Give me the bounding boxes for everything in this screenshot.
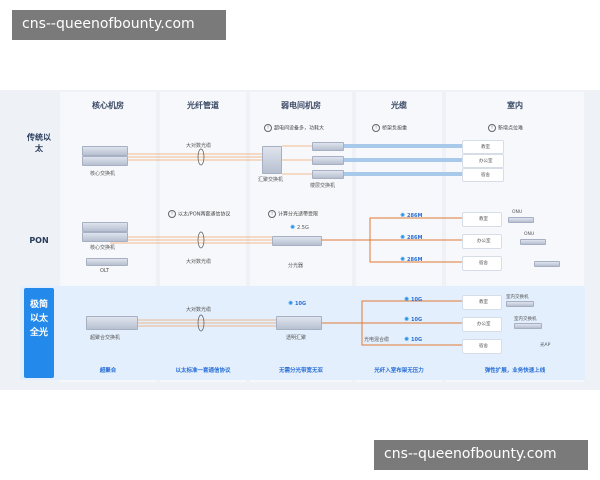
footer-cable: 光纤入室布架无压力: [374, 368, 424, 374]
room-all-1: 办公室: [462, 317, 502, 332]
onu-2: [534, 261, 560, 267]
room-eth-2: 宿舍: [462, 168, 504, 182]
warn-weak-pon: !计算分光适带受限: [268, 210, 318, 218]
col-head-fiber: 光纤管道: [187, 101, 219, 110]
room-all-0: 教室: [462, 295, 502, 310]
speed-pon-2: ✺286M: [400, 256, 423, 263]
indoor-switch-0: [506, 301, 534, 307]
footer-core: 超聚合: [99, 368, 117, 374]
core-switch-pon-2: [82, 232, 128, 242]
combo-cable-label: 光电混合缆: [364, 337, 390, 343]
optical-ap-label: 光AP: [540, 343, 551, 348]
onu-1: [520, 239, 546, 245]
speed-pon-0: ✺286M: [400, 212, 423, 219]
transparent-agg-label: 透明汇聚: [286, 335, 307, 341]
warn-indoor-ethernet: !新增点位难: [488, 124, 523, 132]
footer-weak: 无需分光带宽无亚: [278, 368, 323, 374]
floor-switch-label: 楼层交换机: [310, 183, 336, 189]
splitter-rate-all: ✺10G: [288, 300, 307, 307]
onu-label-1: ONU: [524, 232, 535, 237]
floor-switch-1: [312, 142, 344, 151]
footer-fiber: 以太标准一套通信协议: [175, 368, 231, 374]
speed-pon-1: ✺286M: [400, 234, 423, 241]
room-pon-0: 教室: [462, 212, 502, 227]
core-switch-ethernet: [82, 146, 128, 156]
onu-label-0: ONU: [512, 210, 523, 215]
col-head-cable: 光缆: [391, 101, 407, 110]
core-switch-pon-label: 核心交换机: [90, 245, 116, 251]
onu-0: [508, 217, 534, 223]
fiber-label-all: 大对数光缆: [186, 307, 212, 313]
speed-all-1: ✺10G: [404, 316, 423, 323]
floor-switch-3: [312, 170, 344, 179]
core-switch-pon: [82, 222, 128, 232]
core-switch-ethernet-2: [82, 156, 128, 166]
col-head-weak: 弱电间机房: [281, 101, 321, 110]
row-label-ethernet: 传统以太: [27, 133, 51, 153]
room-pon-2: 宿舍: [462, 256, 502, 271]
room-eth-1: 办公室: [462, 154, 504, 168]
network-diagram: 核心机房 光纤管道 弱电间机房 光缆 室内 传统以太 PON 极简以太全光: [0, 90, 600, 390]
super-agg-switch: [86, 316, 138, 330]
all-optical-label-bg: [24, 288, 54, 378]
footer-indoor: 弹性扩展，业务快速上线: [484, 368, 546, 374]
warn-fiber-pon: !以太/PON两套通信协议: [168, 210, 230, 218]
olt-label: OLT: [100, 268, 110, 274]
floor-switch-2: [312, 156, 344, 165]
splitter-rate-pon: ✺2.5G: [290, 224, 309, 231]
warn-cable-ethernet: !桥架负担重: [372, 124, 407, 132]
col-head-core: 核心机房: [92, 101, 124, 110]
watermark-bottom: cns--queenofbounty.com: [374, 440, 588, 470]
agg-switch: [262, 146, 282, 174]
splitter-pon: [272, 236, 322, 246]
indoor-switch-label-0: 室内交换机: [506, 295, 529, 300]
indoor-switch-1: [514, 323, 542, 329]
speed-all-2: ✺10G: [404, 336, 423, 343]
row-label-all-optical: 极简以太全光: [29, 300, 48, 338]
watermark-top: cns--queenofbounty.com: [12, 10, 226, 40]
super-agg-label: 超聚合交换机: [90, 335, 121, 341]
fiber-label-pon: 大对数光缆: [186, 259, 212, 265]
row-label-pon: PON: [29, 236, 49, 245]
agg-switch-label: 汇聚交换机: [258, 177, 284, 183]
link-lines: [110, 144, 462, 346]
transparent-agg: [276, 316, 322, 330]
speed-all-0: ✺10G: [404, 296, 423, 303]
olt-device: [86, 258, 128, 266]
warn-weak-ethernet: !超电间设备多，功耗大: [264, 124, 324, 132]
col-head-indoor: 室内: [507, 101, 523, 110]
room-pon-1: 办公室: [462, 234, 502, 249]
indoor-switch-label-1: 室内交换机: [514, 317, 537, 322]
room-all-2: 宿舍: [462, 339, 502, 354]
core-switch-ethernet-label: 核心交换机: [90, 171, 116, 177]
splitter-pon-label: 分光器: [288, 263, 304, 269]
room-eth-0: 教室: [462, 140, 504, 154]
fiber-label-ethernet: 大对数光缆: [186, 143, 212, 149]
